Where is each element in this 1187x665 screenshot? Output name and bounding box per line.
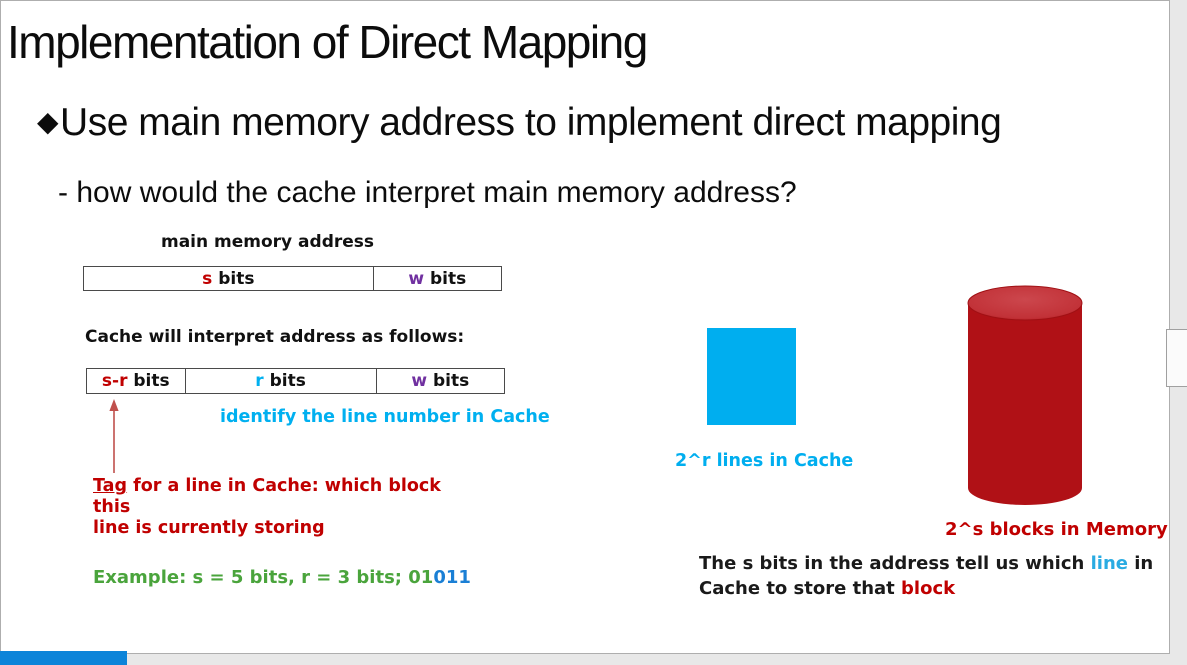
bullet-text: Use main memory address to implement dir… (60, 101, 1002, 144)
cache-lines-label: 2^r lines in Cache (675, 451, 854, 471)
interpret-label: Cache will interpret address as follows: (85, 327, 465, 347)
tag-word: Tag (93, 476, 128, 496)
cache-square-shape (707, 328, 796, 425)
example-green-text: Example: s = 5 bits, r = 3 bits; 01 (93, 567, 434, 588)
memory-blocks-label: 2^s blocks in Memory (945, 519, 1168, 540)
identify-line-note: identify the line number in Cache (220, 407, 550, 427)
field-key: w (408, 268, 425, 289)
field-w-bits: w bits (372, 267, 501, 290)
field-r-bits: r bits (184, 369, 376, 393)
diamond-bullet-icon: ◆ (37, 106, 59, 137)
example-binary-blue: 011 (433, 567, 471, 588)
field-unit: bits (212, 268, 255, 289)
sub-bullet-text: - how would the cache interpret main mem… (58, 176, 797, 209)
tag-note-rest: for a line in Cache: which block this (93, 476, 441, 517)
footer-accent-bar (0, 651, 127, 665)
field-key: w (411, 371, 428, 391)
field-w-bits: w bits (375, 369, 504, 393)
memory-cylinder-shape (967, 285, 1083, 505)
slide-title: Implementation of Direct Mapping (7, 16, 648, 68)
mapping-note: The s bits in the address tell us which … (699, 552, 1187, 601)
address-fields-box: s bits w bits (83, 266, 502, 291)
field-unit: bits (127, 371, 170, 391)
example-line: Example: s = 5 bits, r = 3 bits; 01011 (93, 567, 471, 588)
mapping-note-line1: The s bits in the address tell us which … (699, 552, 1187, 577)
tag-note-line2: line is currently storing (93, 518, 325, 538)
block-word-highlight: block (901, 577, 956, 599)
interpreted-fields-box: s-r bits r bits w bits (86, 368, 505, 394)
note-text: Cache to store that (699, 577, 902, 599)
mapping-note-line2: Cache to store that block (699, 577, 1187, 602)
bullet-line: ◆Use main memory address to implement di… (37, 101, 1002, 145)
field-unit: bits (263, 371, 306, 391)
field-key: r (255, 371, 264, 391)
field-unit: bits (427, 371, 470, 391)
tag-note-line1: Tag for a line in Cache: which block thi… (93, 476, 483, 518)
main-memory-address-label: main memory address (161, 232, 375, 252)
tag-note: Tag for a line in Cache: which block thi… (93, 476, 483, 539)
line-word-highlight: line (1090, 553, 1128, 574)
slide-canvas: Implementation of Direct Mapping ◆Use ma… (0, 0, 1170, 654)
note-text: in (1127, 553, 1154, 574)
scrollbar-thumb[interactable] (1166, 329, 1187, 387)
field-unit: bits (424, 268, 467, 289)
field-key: s-r (101, 371, 128, 391)
field-s-bits: s bits (84, 267, 373, 290)
up-arrow-icon (109, 399, 119, 473)
field-s-minus-r-bits: s-r bits (87, 369, 185, 393)
note-text: The s bits in the address tell us which (699, 553, 1091, 574)
field-key: s (202, 268, 213, 289)
